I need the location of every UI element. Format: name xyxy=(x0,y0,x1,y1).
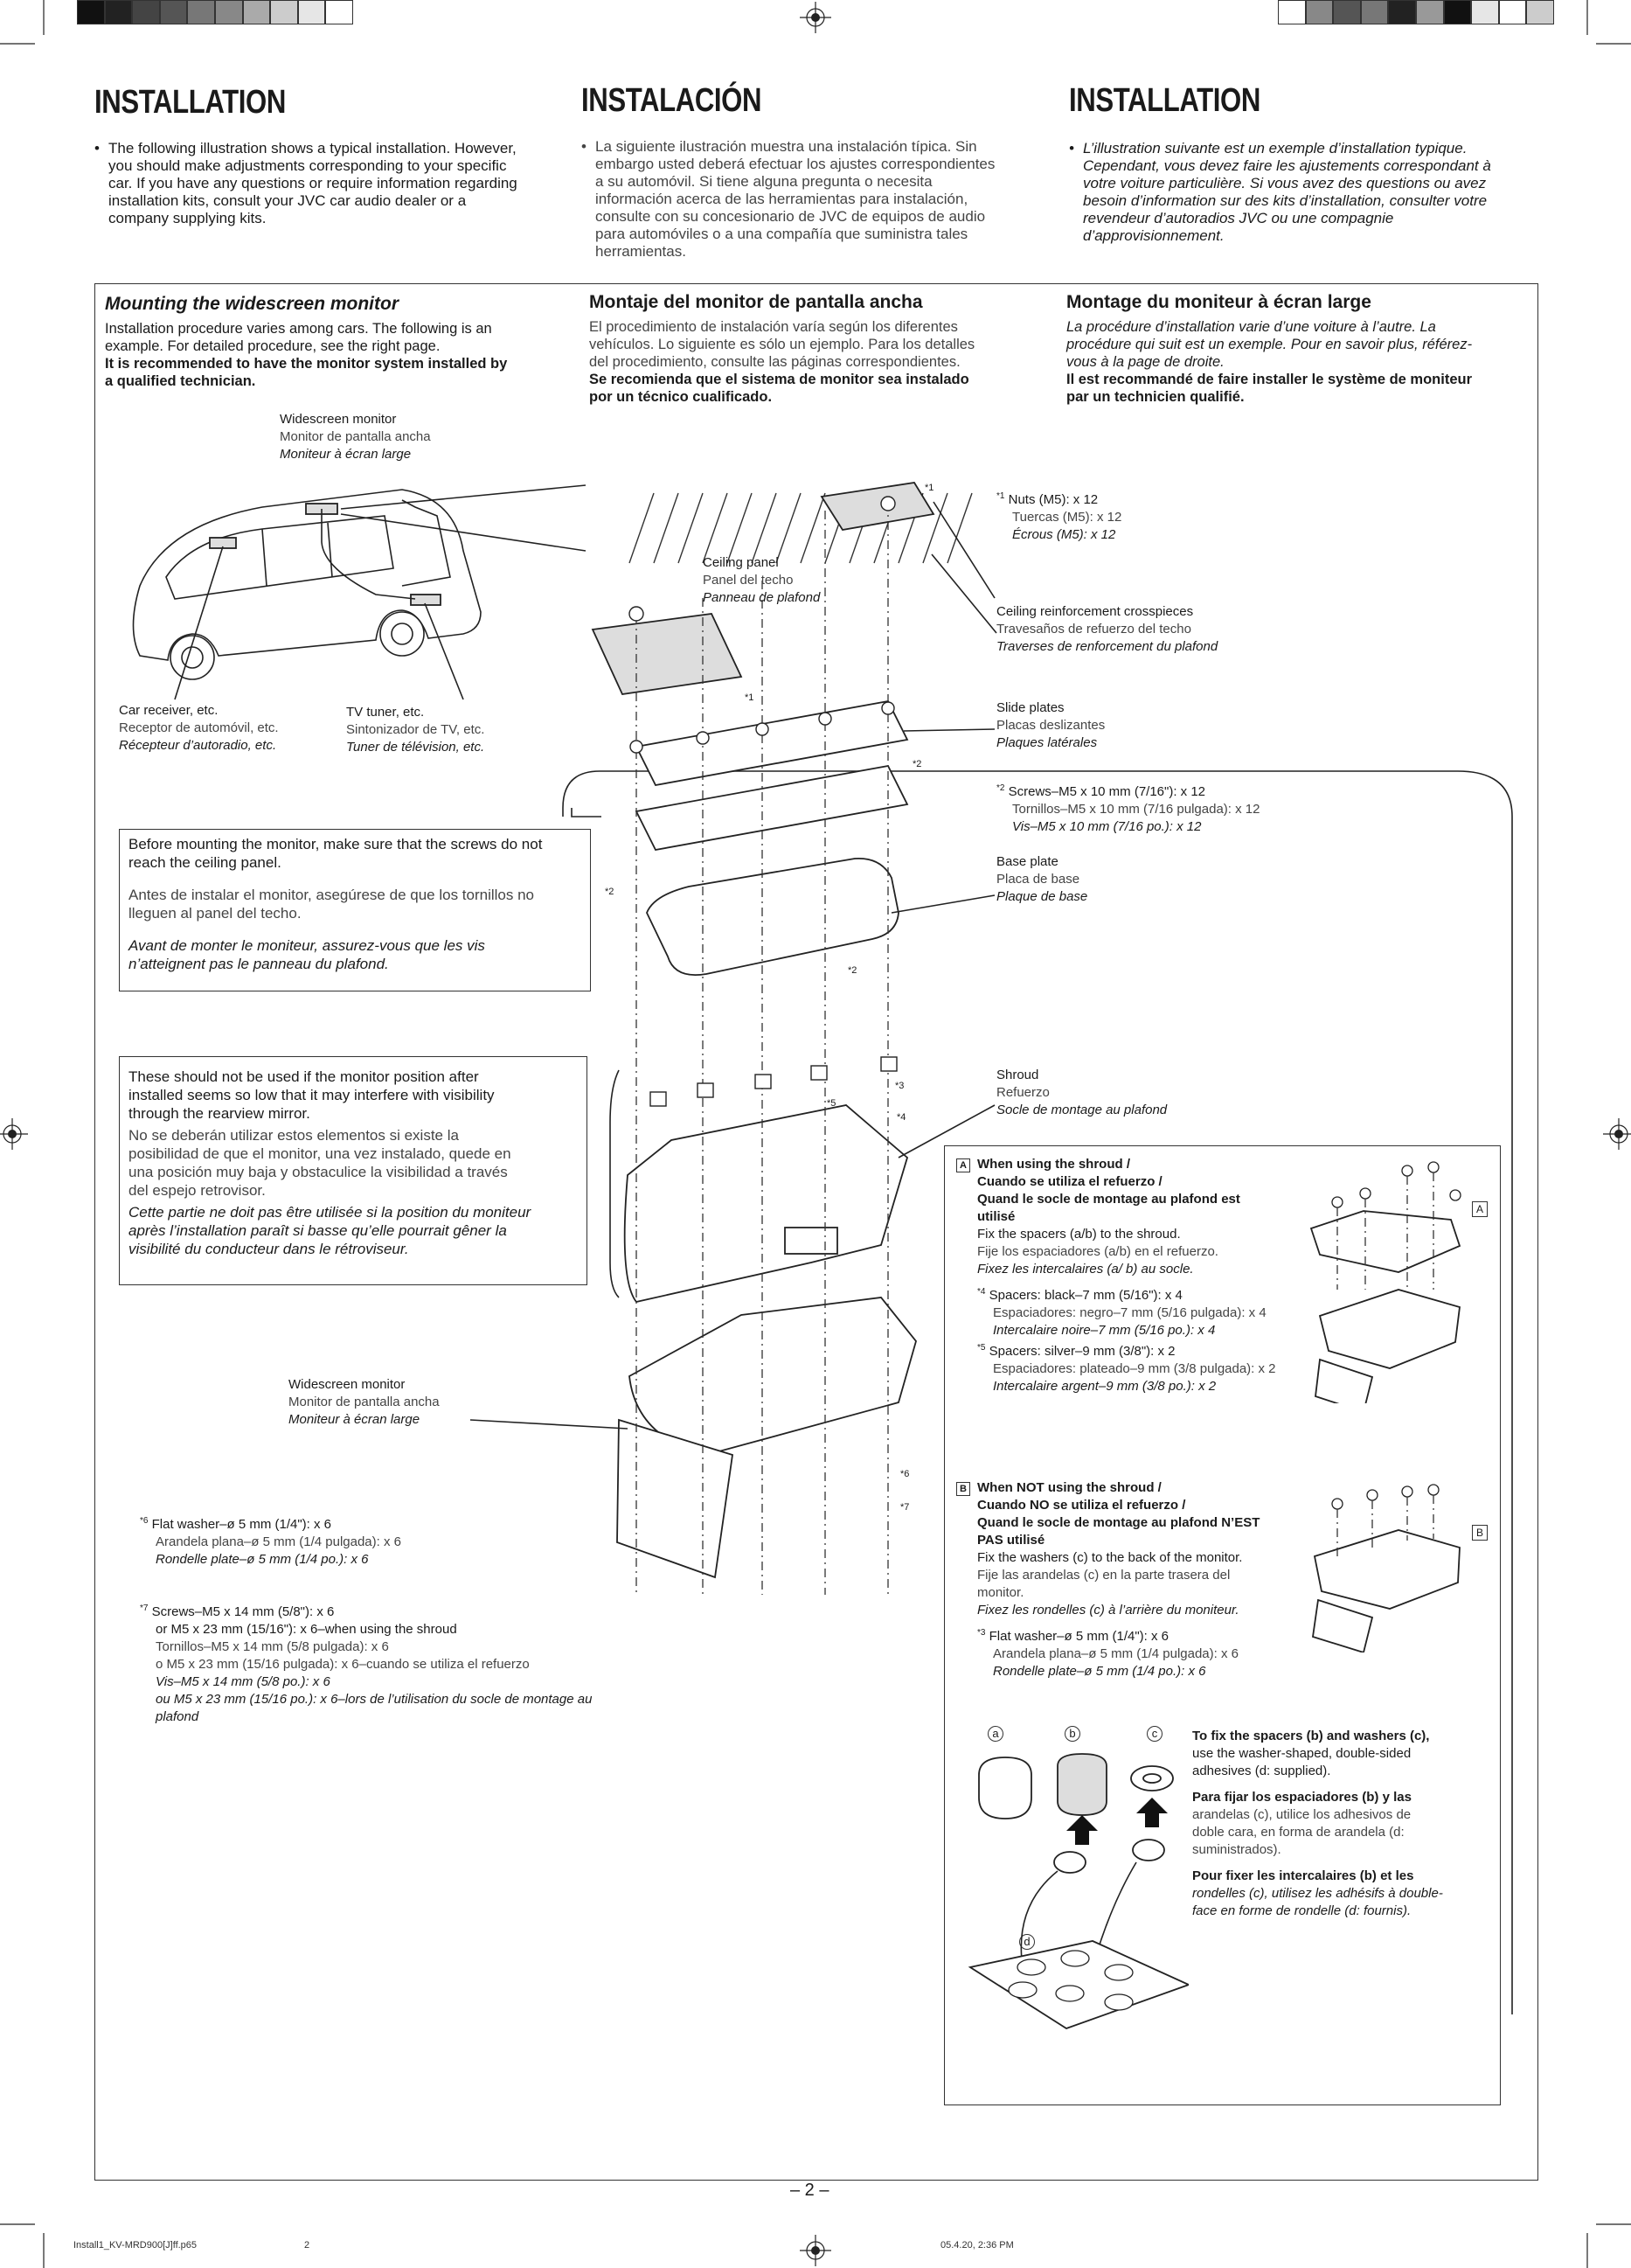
mark-7: *7 xyxy=(900,1502,910,1513)
adhesive-label-a: a xyxy=(988,1726,1003,1742)
shroud-options-panel xyxy=(944,1145,1501,2105)
part-washer-6: *6 Flat washer–ø 5 mm (1/4"): x 6 Arande… xyxy=(140,1516,401,1567)
registration-bar-right xyxy=(1278,0,1554,24)
intro-es: • La siguiente ilustración muestra una i… xyxy=(581,138,996,260)
footer-date: 05.4.20, 2:36 PM xyxy=(940,2240,1014,2251)
header-fr: INSTALLATION xyxy=(1069,82,1260,119)
mark-4: *4 xyxy=(897,1112,906,1123)
part-screws-2: *2 Screws–M5 x 10 mm (7/16"): x 12 Torni… xyxy=(996,783,1260,834)
main-frame xyxy=(94,283,1538,2181)
panel-a-letter-box: A xyxy=(1472,1201,1488,1217)
page-number: – 2 – xyxy=(790,2181,829,2200)
registration-bar-left xyxy=(77,0,353,24)
car-label-tv: TV tuner, etc.Sintonizador de TV, etc.Tu… xyxy=(346,705,485,755)
mounting-en: Mounting the widescreen monitor Installa… xyxy=(105,294,577,390)
panel-a-illustration xyxy=(1309,1161,1461,1403)
mark-2c: *2 xyxy=(848,965,857,976)
adhesive-illustration xyxy=(968,1753,1189,2029)
mark-1b: *1 xyxy=(745,692,754,703)
note-screws: Before mounting the monitor, make sure t… xyxy=(119,829,591,991)
adhesive-label-c: c xyxy=(1147,1726,1163,1742)
part-nuts: *1 Nuts (M5): x 12 Tuercas (M5): x 12 Éc… xyxy=(996,491,1122,542)
mark-5: *5 xyxy=(827,1098,836,1109)
mounting-title-en: Mounting the widescreen monitor xyxy=(105,294,399,314)
part-screws-7: *7 Screws–M5 x 14 mm (5/8"): x 6 or M5 x… xyxy=(140,1604,593,1724)
header-en: INSTALLATION xyxy=(94,84,286,121)
mark-3: *3 xyxy=(895,1081,905,1091)
mark-1: *1 xyxy=(925,483,934,493)
panel-b-letter-box: B xyxy=(1472,1525,1488,1541)
intro-fr: • L’illustration suivante est un exemple… xyxy=(1069,140,1491,244)
footer-num: 2 xyxy=(304,2240,310,2251)
panel-b-illustration xyxy=(1312,1484,1461,1652)
footer-file: Install1_KV-MRD900[J]ff.p65 xyxy=(73,2240,198,2251)
header-es: INSTALACIÓN xyxy=(581,82,762,119)
mounting-title-es: Montaje del monitor de pantalla ancha xyxy=(589,292,923,312)
car-illustration xyxy=(132,484,586,700)
intro-en: • The following illustration shows a typ… xyxy=(94,140,517,226)
adhesive-text: To fix the spacers (b) and washers (c), … xyxy=(1192,1729,1443,1918)
mark-2b: *2 xyxy=(605,887,614,897)
mounting-es: Montaje del monitor de pantalla ancha El… xyxy=(589,292,1061,406)
car-label-receiver: Car receiver, etc.Receptor de automóvil,… xyxy=(119,703,279,753)
mounting-title-fr: Montage du moniteur à écran large xyxy=(1066,292,1371,312)
mark-2: *2 xyxy=(913,759,922,769)
note-visibility: These should not be used if the monitor … xyxy=(119,1056,587,1285)
mounting-fr: Montage du moniteur à écran large La pro… xyxy=(1066,292,1538,406)
mark-6: *6 xyxy=(900,1469,910,1479)
adhesive-label-b: b xyxy=(1065,1726,1080,1742)
adhesive-label-d: d xyxy=(1019,1934,1035,1950)
exploded-diagram xyxy=(469,482,1513,2014)
